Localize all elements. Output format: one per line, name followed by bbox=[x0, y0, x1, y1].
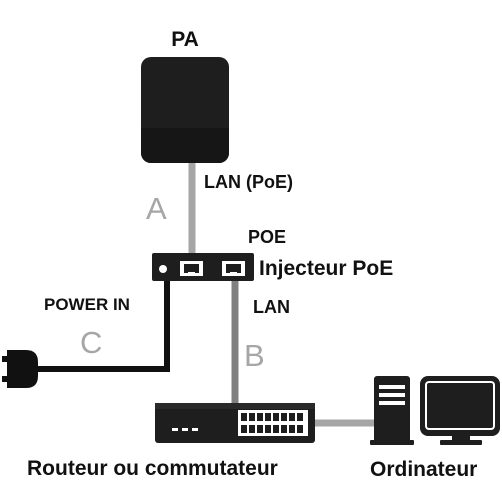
router-device bbox=[155, 403, 315, 443]
power-in-label: POWER IN bbox=[44, 295, 130, 314]
computer-device bbox=[370, 376, 500, 445]
lan-port-icon bbox=[222, 261, 245, 276]
cable-b-letter: B bbox=[244, 338, 265, 373]
cable-a-letter: A bbox=[146, 191, 167, 226]
lan-label: LAN bbox=[253, 297, 290, 317]
injector-label: Injecteur PoE bbox=[259, 257, 393, 280]
poe-port-icon bbox=[180, 261, 203, 276]
router-label: Routeur ou commutateur bbox=[27, 457, 278, 480]
computer-monitor-icon bbox=[420, 376, 500, 445]
poe-injector-device bbox=[152, 253, 254, 281]
computer-label: Ordinateur bbox=[370, 458, 477, 481]
lan-poe-label: LAN (PoE) bbox=[204, 172, 293, 192]
injector-led bbox=[159, 265, 167, 273]
access-point-device bbox=[141, 57, 229, 163]
router-port-grid bbox=[238, 410, 308, 436]
pa-label: PA bbox=[171, 28, 199, 51]
cable-c-letter: C bbox=[80, 325, 102, 360]
poe-label: POE bbox=[248, 227, 286, 247]
cable-c-line bbox=[38, 278, 170, 372]
power-plug-icon bbox=[2, 350, 38, 388]
computer-tower-icon bbox=[370, 376, 414, 445]
cables bbox=[38, 163, 376, 427]
